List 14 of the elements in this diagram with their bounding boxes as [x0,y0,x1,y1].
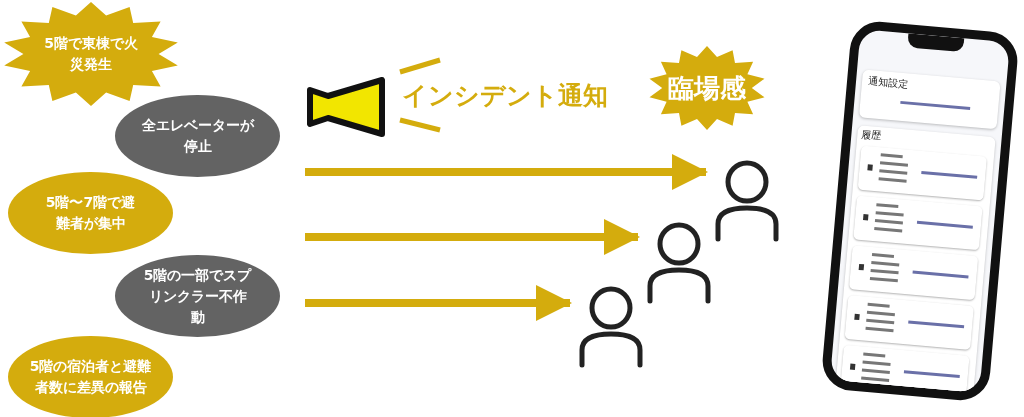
ellipse-node [115,95,280,177]
node-text: 臨場感 [668,71,746,105]
node-text: 5階の一部でスプリンクラー不作動 [143,265,252,327]
ellipse-node [115,255,280,337]
node-text: 5階で東棟で火災発生 [43,34,139,74]
node-text: 5階の宿泊者と避難者数に差異の報告 [28,357,153,397]
node-text: 5階〜7階で避難者が集中 [44,193,137,233]
notification-heading: インシデント通知 [402,80,608,112]
node-text: 全エレベーターが停止 [140,116,256,156]
starburst-node [2,2,180,106]
ellipse-node [8,172,173,254]
starburst-node [648,46,766,130]
card-heading: 通知設定 [867,74,909,92]
section-heading: 履歴 [860,127,882,144]
